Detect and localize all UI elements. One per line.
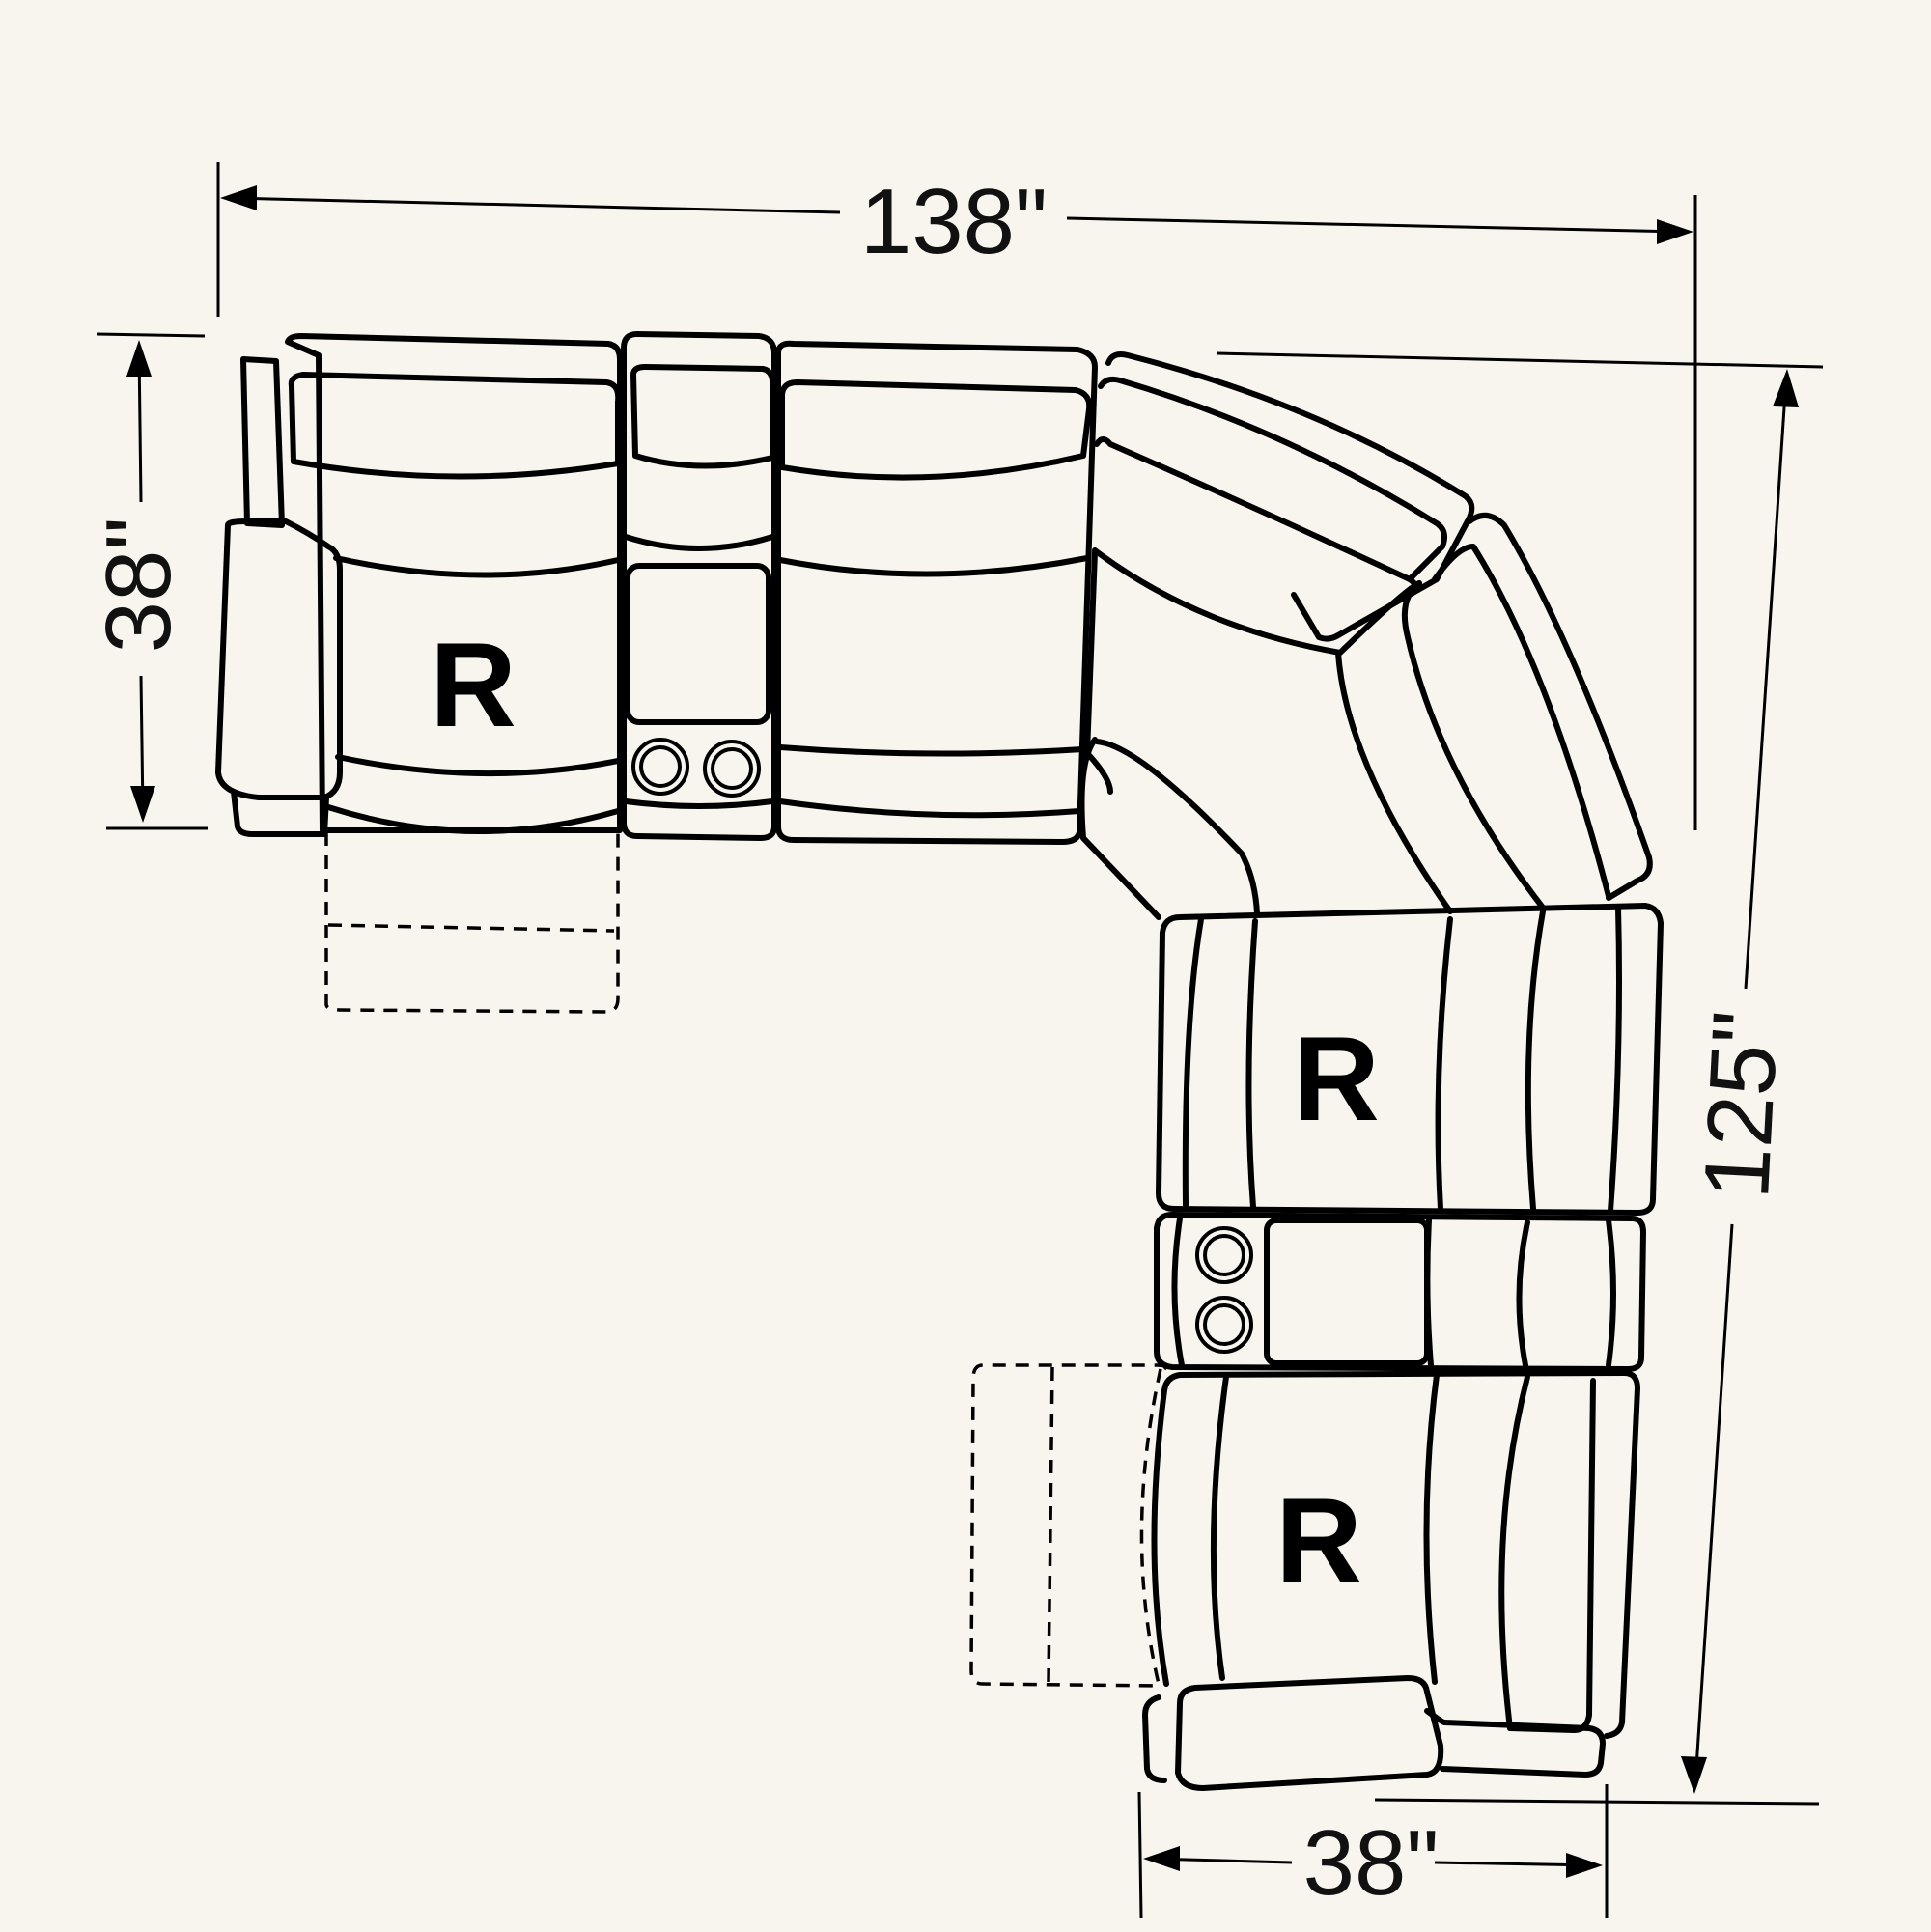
right-lower-recliner-seat: R (969, 1363, 1640, 1791)
dimension-bottom-width: 38" (1137, 1784, 1609, 1918)
dimension-overall-depth: 125" (1216, 351, 1824, 1806)
cup-holder-icon (1195, 1296, 1253, 1354)
cup-holder-icon (1195, 1226, 1253, 1284)
dimension-label-left: 38" (87, 518, 190, 654)
middle-armless-seat (775, 340, 1098, 845)
right-console (1154, 1212, 1646, 1372)
seat-label-lower-right: R (1275, 1474, 1362, 1608)
dimension-label-width: 138" (860, 170, 1048, 273)
dimension-left-depth: 38" (87, 332, 208, 830)
right-upper-recliner-seat: R (1156, 903, 1664, 1216)
seat-label-upper-right: R (1293, 1013, 1380, 1146)
seat-label-left: R (430, 619, 517, 752)
cup-holder-icon (631, 738, 689, 796)
dimension-label-depth: 125" (1685, 1009, 1798, 1202)
left-console (621, 331, 777, 841)
dimension-label-bottom: 38" (1303, 1811, 1440, 1915)
cup-holder-icon (703, 740, 761, 798)
dimension-overall-width: 138" (216, 162, 1697, 830)
left-recliner-seat: R (215, 333, 623, 1014)
corner-wedge-seat (1078, 351, 1653, 920)
